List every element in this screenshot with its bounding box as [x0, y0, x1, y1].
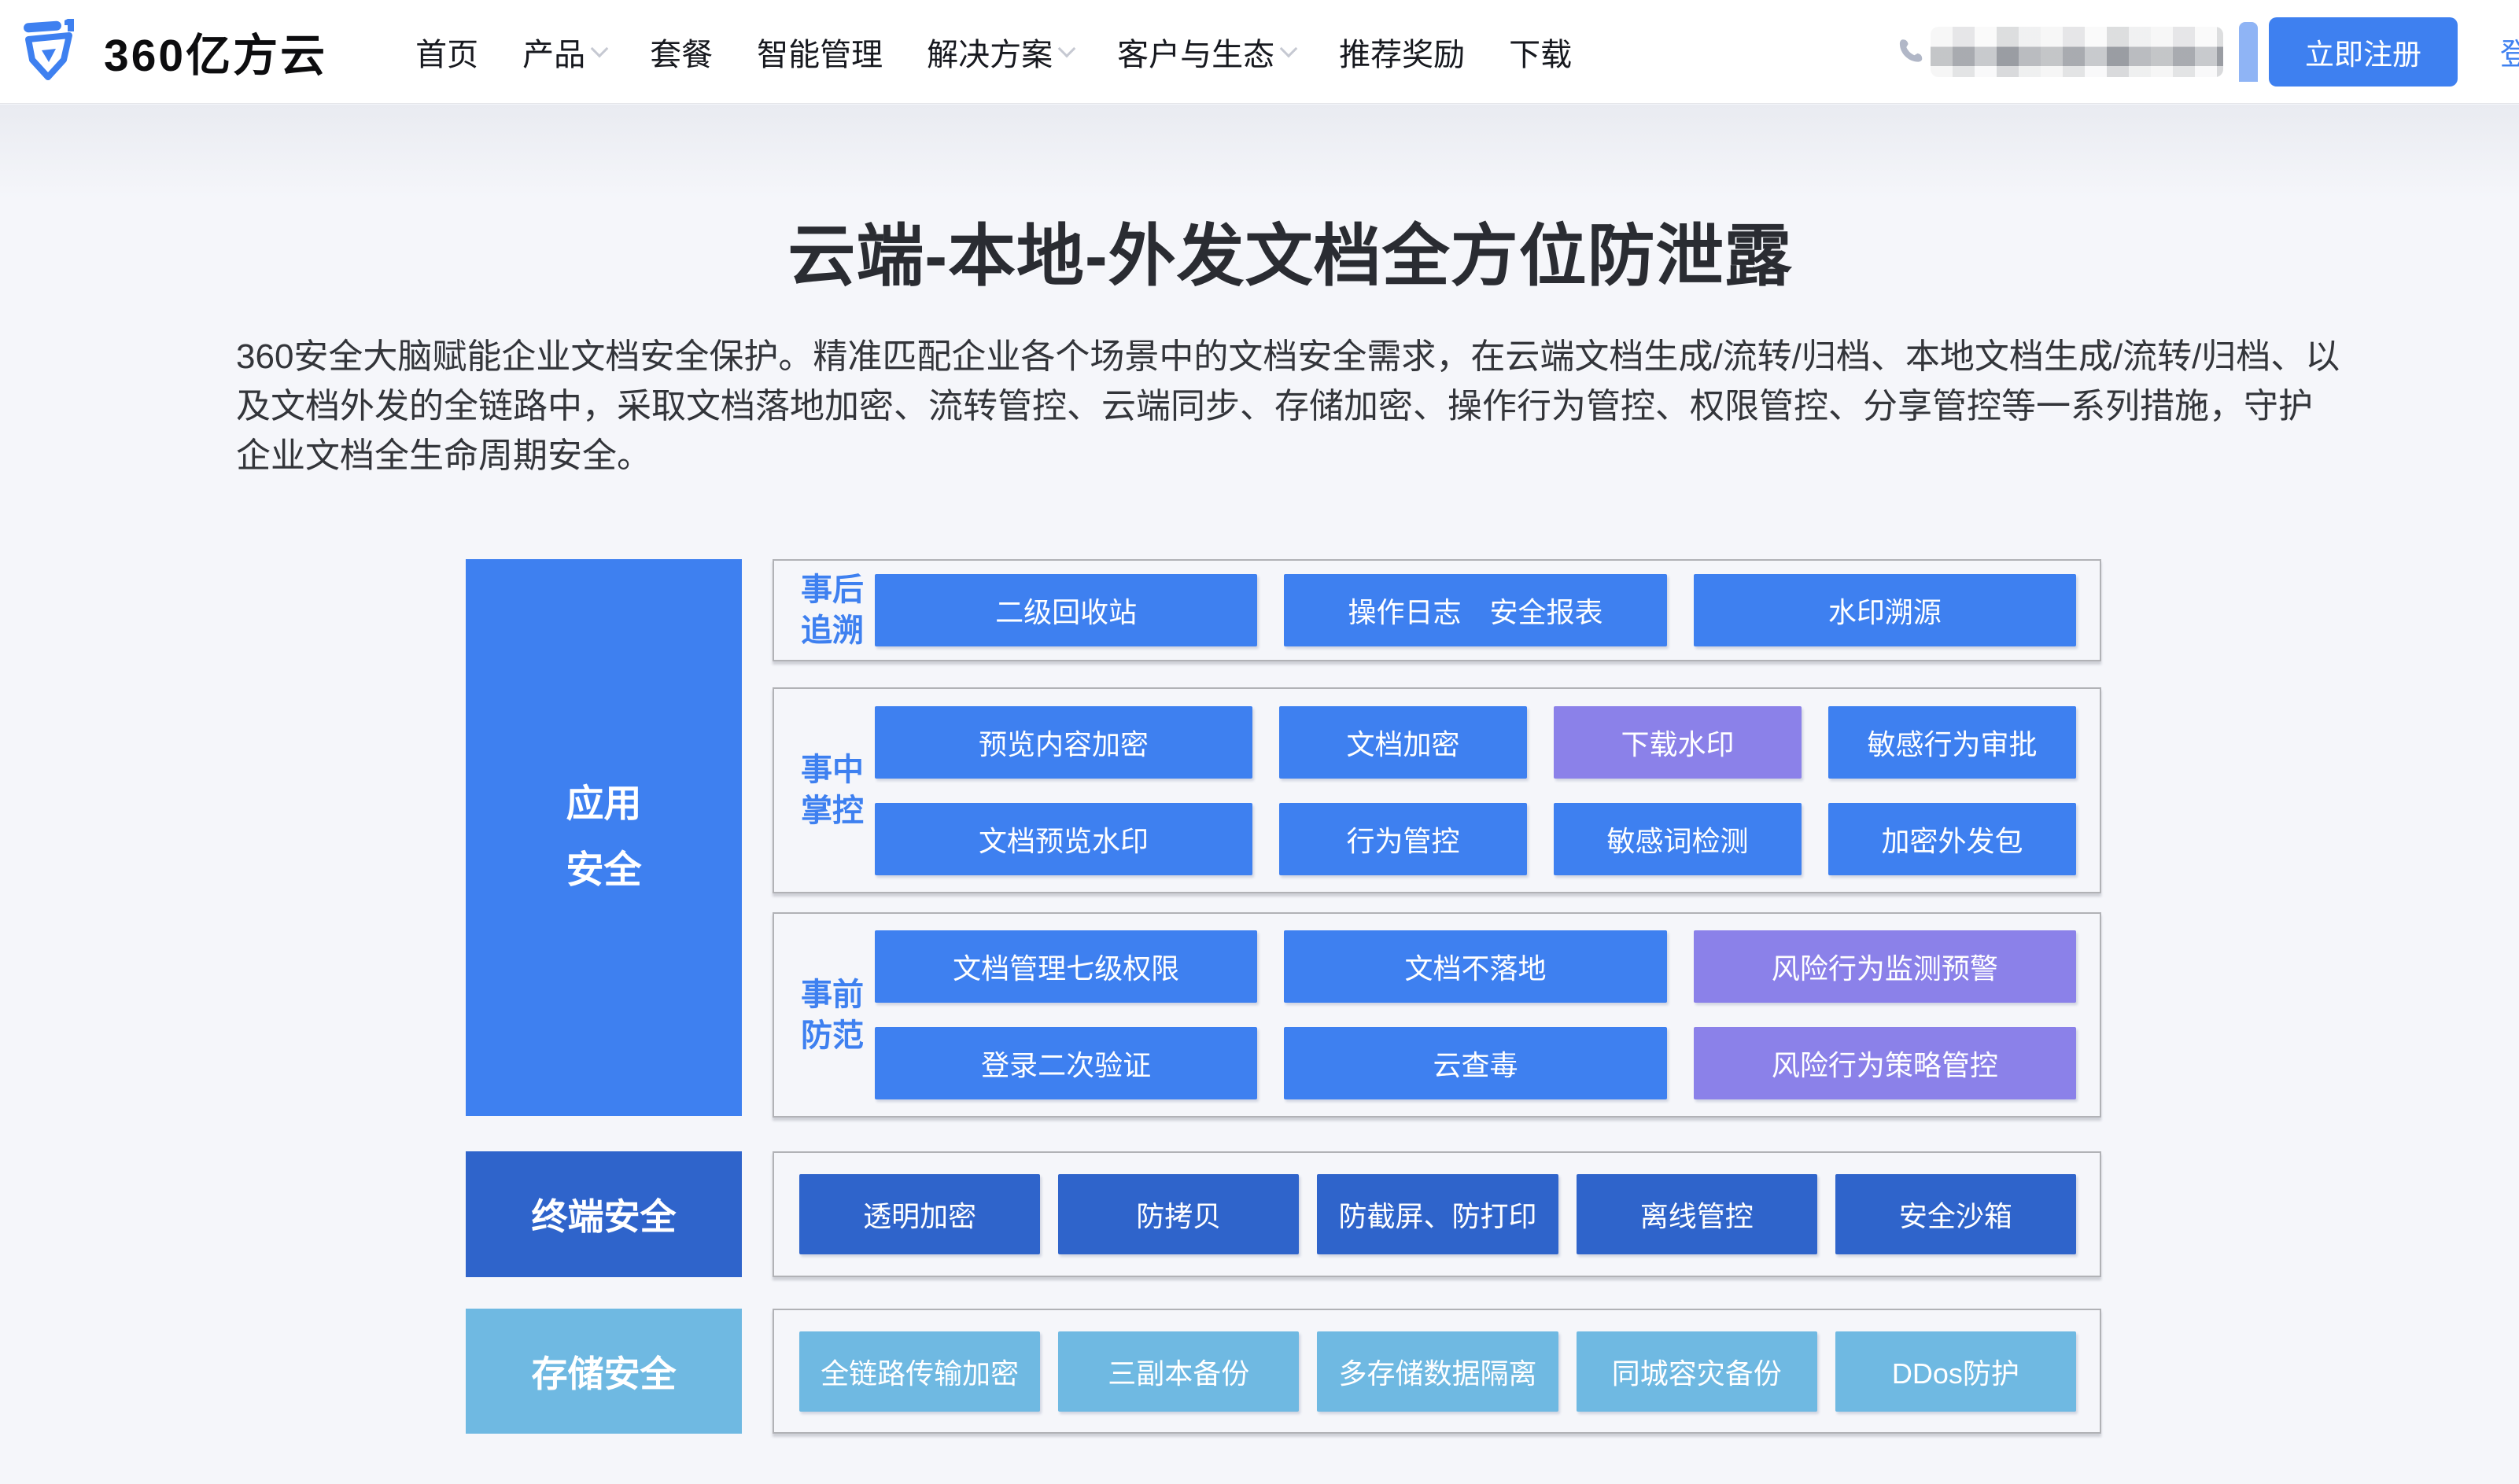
- group-rows: 透明加密防拷贝防截屏、防打印离线管控安全沙箱: [774, 1153, 2100, 1276]
- feature-item: 离线管控: [1576, 1174, 1817, 1254]
- main-nav: 首页 产品 套餐 智能管理 解决方案 客户与生态 推荐奖励 下载: [415, 29, 1572, 75]
- feature-item: 防截屏、防打印: [1317, 1174, 1558, 1254]
- nav-item-8[interactable]: 下载: [1509, 29, 1572, 75]
- feature-item: 多存储数据隔离: [1317, 1331, 1558, 1412]
- logo-shield-icon: [19, 14, 83, 89]
- nav-item-label: 解决方案: [927, 37, 1053, 72]
- feature-item: 文档预览水印: [875, 802, 1252, 875]
- nav-item-2[interactable]: 产品: [522, 29, 609, 75]
- nav-item-3[interactable]: 套餐: [650, 29, 713, 75]
- feature-item: DDos防护: [1835, 1331, 2077, 1412]
- nav-item-label: 套餐: [650, 37, 714, 72]
- feature-item: 行为管控: [1279, 802, 1527, 875]
- nav-item-label: 客户与生态: [1117, 37, 1275, 72]
- feature-item: 文档加密: [1279, 705, 1527, 779]
- page-title: 云端-本地-外发文档全方位防泄露: [787, 219, 1793, 294]
- header-actions: 立即注册 登录: [1896, 17, 2519, 87]
- phone-icon: [1896, 35, 1929, 68]
- feature-row: 登录二次验证云查毒风险行为策略管控: [875, 1027, 2076, 1099]
- group-label-in-event-control: 事中 掌控: [801, 753, 864, 828]
- group-in-event-control: 事中 掌控预览内容加密文档加密下载水印敏感行为审批文档预览水印行为管控敏感词检测…: [773, 687, 2101, 893]
- category-storage-security: 存储安全: [466, 1309, 742, 1434]
- page-description: 360安全大脑赋能企业文档安全保护。精准匹配企业各个场景中的文档安全需求，在云端…: [236, 337, 2340, 475]
- nav-item-label: 首页: [415, 37, 479, 72]
- feature-item: 水印溯源: [1693, 574, 2076, 646]
- group-terminal-features: 透明加密防拷贝防截屏、防打印离线管控安全沙箱: [773, 1151, 2101, 1277]
- nav-item-label: 产品: [522, 37, 586, 72]
- feature-item: 操作日志 安全报表: [1284, 574, 1667, 646]
- nav-item-5[interactable]: 解决方案: [927, 29, 1076, 75]
- feature-item: 风险行为监测预警: [1693, 930, 2076, 1003]
- feature-item: 风险行为策略管控: [1693, 1027, 2076, 1099]
- feature-item: 敏感词检测: [1554, 802, 1802, 875]
- header-shadow-gradient: [0, 105, 2519, 199]
- feature-row: 文档预览水印行为管控敏感词检测加密外发包: [875, 802, 2076, 875]
- nav-item-label: 推荐奖励: [1339, 37, 1466, 72]
- feature-row: 透明加密防拷贝防截屏、防打印离线管控安全沙箱: [799, 1174, 2077, 1254]
- feature-item: 透明加密: [799, 1174, 1041, 1254]
- feature-item: 全链路传输加密: [799, 1331, 1041, 1412]
- feature-item: 文档不落地: [1284, 930, 1667, 1003]
- feature-item: 下载水印: [1554, 705, 1802, 779]
- logo[interactable]: 360亿方云: [19, 14, 327, 89]
- feature-item: 敏感行为审批: [1828, 705, 2076, 779]
- group-rows: 预览内容加密文档加密下载水印敏感行为审批文档预览水印行为管控敏感词检测加密外发包: [875, 689, 2100, 892]
- register-button[interactable]: 立即注册: [2268, 17, 2458, 87]
- feature-item: 防拷贝: [1058, 1174, 1300, 1254]
- feature-item: 安全沙箱: [1835, 1174, 2077, 1254]
- feature-item: 二级回收站: [875, 574, 1258, 646]
- nav-item-7[interactable]: 推荐奖励: [1339, 29, 1465, 75]
- category-terminal-security: 终端安全: [466, 1151, 742, 1277]
- feature-item: 文档管理七级权限: [875, 930, 1258, 1003]
- contact-info: [1896, 26, 2223, 77]
- nav-item-6[interactable]: 客户与生态: [1117, 29, 1298, 75]
- top-header: 360亿方云 首页 产品 套餐 智能管理 解决方案 客户与生态 推荐奖励 下载 立即注册 登录: [0, 0, 2519, 104]
- group-rows: 文档管理七级权限文档不落地风险行为监测预警登录二次验证云查毒风险行为策略管控: [875, 914, 2100, 1116]
- feature-item: 预览内容加密: [875, 705, 1252, 779]
- group-label-post-event-trace: 事后 追溯: [801, 573, 864, 648]
- feature-item: 三副本备份: [1058, 1331, 1300, 1412]
- feature-item: 同城容灾备份: [1576, 1331, 1817, 1412]
- feature-row: 预览内容加密文档加密下载水印敏感行为审批: [875, 705, 2076, 779]
- feature-item: 云查毒: [1284, 1027, 1667, 1099]
- login-link[interactable]: 登录: [2500, 30, 2519, 73]
- group-pre-event-prevention: 事前 防范文档管理七级权限文档不落地风险行为监测预警登录二次验证云查毒风险行为策…: [773, 912, 2101, 1118]
- chevron-down-icon: [1057, 39, 1076, 57]
- logo-wordmark: 360亿方云: [104, 30, 328, 81]
- nav-item-1[interactable]: 首页: [415, 29, 478, 75]
- feature-row: 文档管理七级权限文档不落地风险行为监测预警: [875, 930, 2076, 1003]
- nav-item-label: 下载: [1509, 37, 1573, 72]
- blurred-phone-number: [1930, 26, 2223, 77]
- group-rows: 二级回收站操作日志 安全报表水印溯源: [875, 561, 2100, 660]
- feature-item: 登录二次验证: [875, 1027, 1258, 1099]
- security-diagram: 应用 安全 终端安全 存储安全 事后 追溯二级回收站操作日志 安全报表水印溯源事…: [466, 559, 2101, 1436]
- nav-item-label: 智能管理: [757, 37, 883, 72]
- group-post-event-trace: 事后 追溯二级回收站操作日志 安全报表水印溯源: [773, 559, 2101, 661]
- feature-row: 二级回收站操作日志 安全报表水印溯源: [875, 574, 2076, 646]
- partial-widget-tab: [2238, 21, 2258, 82]
- nav-item-4[interactable]: 智能管理: [757, 29, 883, 75]
- group-label-pre-event-prevention: 事前 防范: [801, 977, 864, 1053]
- chevron-down-icon: [1279, 39, 1298, 57]
- feature-item: 加密外发包: [1828, 802, 2076, 875]
- category-app-security: 应用 安全: [466, 559, 742, 1116]
- chevron-down-icon: [590, 39, 609, 57]
